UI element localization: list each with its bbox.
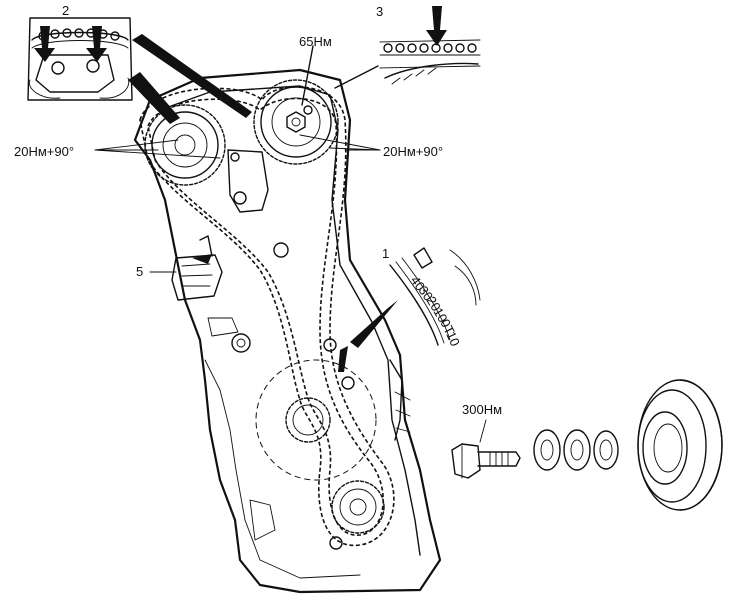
arrow-down-icon <box>426 6 447 46</box>
arrow-down-icon <box>86 26 107 62</box>
crankshaft-bolt <box>451 443 521 479</box>
detail-1-label: 1 <box>382 246 389 261</box>
crankshaft-sprockets <box>255 359 385 534</box>
right-bolts-torque-label: 20Нм+90° <box>383 144 443 159</box>
crankshaft-pulley <box>637 379 723 511</box>
scale-mark: 20 <box>423 294 443 314</box>
left-bolts-torque-label: 20Нм+90° <box>14 144 74 159</box>
washers <box>533 429 619 471</box>
detail-3-inset <box>379 6 481 85</box>
scale-mark: 10 <box>430 305 450 325</box>
detail-3-label: 3 <box>376 4 383 19</box>
detail-2-inset <box>27 17 133 101</box>
camshaft-bolt-icon <box>286 111 306 133</box>
scale-mark: 40 <box>408 273 429 293</box>
tensioner-part-label: 5 <box>136 264 143 279</box>
right-camshaft-sprocket <box>253 79 339 165</box>
timing-chain <box>139 86 395 547</box>
left-camshaft-sprocket <box>144 104 226 186</box>
scale-mark: 30 <box>416 283 437 303</box>
crank-bolt-torque-label: 300Нм <box>462 402 502 417</box>
detail-2-label: 2 <box>62 3 69 18</box>
arrow-down-icon <box>34 26 55 62</box>
camshaft-torque-label: 65Нм <box>299 34 332 49</box>
callout-labels: 2 3 65Нм 20Нм+90° 20Нм+90° 1 5 300Нм <box>14 3 502 417</box>
detail-1-inset: 40 30 20 10 0T 10 <box>389 247 481 348</box>
chain-tensioner <box>171 235 223 301</box>
scale-mark: 0T <box>437 317 457 337</box>
timing-scale: 40 30 20 10 0T 10 <box>408 273 463 348</box>
engine-front-cover <box>133 68 442 594</box>
pointer-lines <box>94 34 487 443</box>
scale-mark: 10 <box>443 329 463 348</box>
